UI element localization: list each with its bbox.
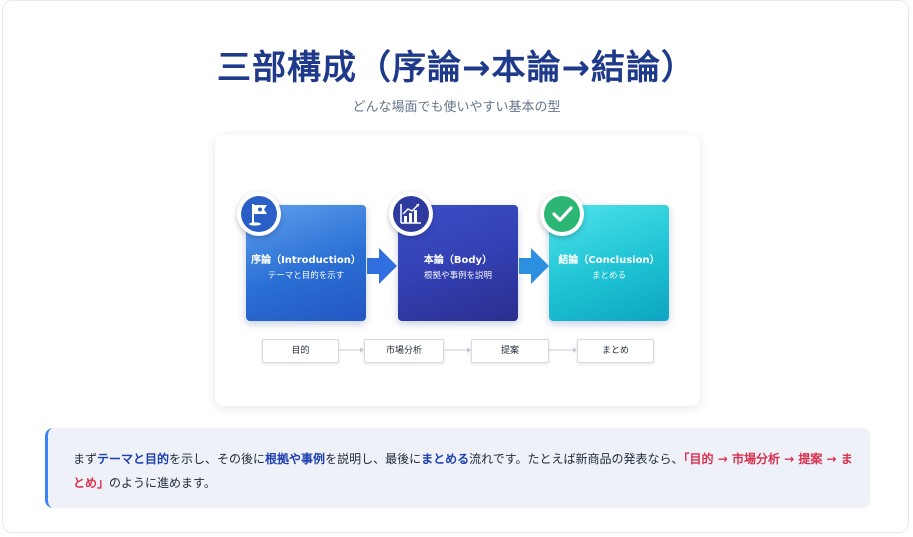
stage-title: 本論（Body） (423, 255, 493, 266)
stage-desc: まとめる (591, 271, 626, 281)
stage-desc: 根拠や事例を説明 (423, 271, 492, 281)
check-icon (540, 192, 584, 236)
connector-arrow-icon (338, 347, 364, 353)
note-highlight: テーマと目的 (97, 452, 170, 466)
note-text-part: のように進めます。 (109, 476, 216, 490)
note-text: まずテーマと目的を示し、その後に根拠や事例を説明し、最後にまとめる流れです。たと… (73, 447, 863, 495)
page-title: 三部構成（序論→本論→結論） (217, 48, 696, 88)
explanation-note: まずテーマと目的を示し、その後に根拠や事例を説明し、最後にまとめる流れです。たと… (45, 428, 870, 508)
note-text-part: を示し、その後に (169, 452, 266, 466)
stage-title: 結論（Conclusion） (558, 255, 660, 266)
stage-card-body: 本論（Body） 根拠や事例を説明 (398, 205, 518, 321)
connector-arrow-icon (548, 347, 577, 353)
note-text-part: 流れです。たとえば新商品の発表なら、 (469, 452, 684, 466)
flow-arrow-icon (519, 248, 549, 284)
note-text-part: まず (73, 452, 98, 466)
connector-arrow-icon (443, 347, 471, 353)
note-highlight: まとめる (421, 452, 470, 466)
page-subtitle: どんな場面でも使いやすい基本の型 (352, 100, 561, 115)
chart-icon (389, 192, 433, 236)
flag-icon (237, 192, 281, 236)
note-example-highlight: 「目的 → 市場分析 → 提案 → まとめ」 (73, 452, 853, 490)
note-highlight: 根拠や事例 (265, 452, 326, 466)
step-box-market-analysis: 市場分析 (364, 339, 444, 363)
note-text-part: を説明し、最後に (325, 452, 422, 466)
diagram-panel: 序論（Introduction） テーマと目的を示す 本論（Body） 根拠や事… (215, 135, 700, 406)
stage-desc: テーマと目的を示す (267, 271, 345, 281)
stage-title: 序論（Introduction） (251, 255, 361, 266)
flow-arrow-icon (367, 248, 397, 284)
step-box-purpose: 目的 (262, 339, 339, 363)
step-box-proposal: 提案 (471, 339, 549, 363)
step-box-summary: まとめ (577, 339, 654, 363)
